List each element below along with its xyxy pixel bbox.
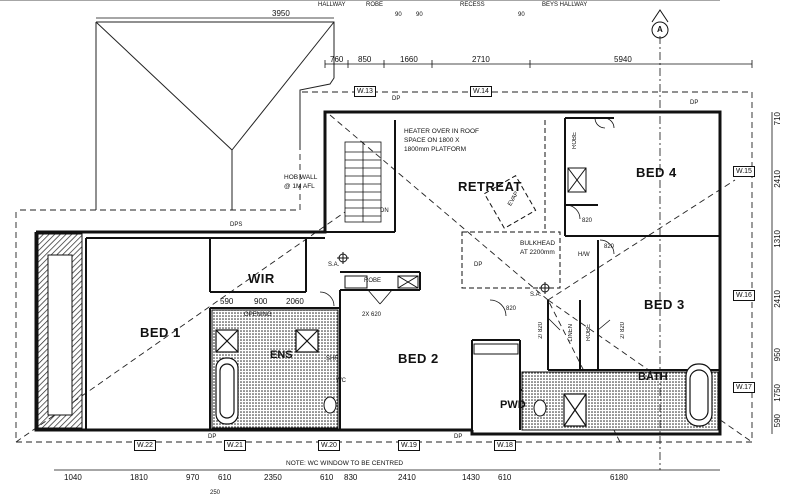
window-w21: W.21 — [224, 440, 246, 451]
roof-outline — [95, 21, 335, 210]
dim-right-2410-a: 2410 — [773, 170, 782, 188]
note-hob-1: HOB WALL — [284, 174, 318, 181]
dim-right-590: 590 — [773, 414, 782, 428]
dim-bottom-610-b: 610 — [320, 473, 334, 482]
room-retreat: RETREAT — [458, 179, 522, 194]
note-dn: DN — [380, 208, 389, 214]
dim-bottom-970: 970 — [186, 473, 200, 482]
door-820-a: 820 — [506, 306, 517, 312]
dim-bottom-250: 250 — [210, 490, 221, 496]
room-robe-bed3: ROBE — [586, 324, 592, 342]
dim-right-710: 710 — [773, 112, 782, 126]
interior-walls — [85, 117, 720, 430]
note-heater-1: HEATER OVER IN ROOF — [404, 128, 479, 135]
room-bed3: BED 3 — [644, 297, 685, 312]
room-pwd: PWD — [500, 399, 526, 411]
smoke-alarms — [337, 252, 551, 294]
bath-tubs — [215, 329, 713, 427]
toilets — [323, 396, 547, 417]
grid-marker — [651, 9, 669, 39]
label-beys-hallway: BEYS HALLWAY — [542, 2, 588, 8]
dim-bottom-2410: 2410 — [398, 473, 416, 482]
door-2x620: 2X 620 — [362, 312, 382, 318]
dim-bottom-1040: 1040 — [64, 473, 82, 482]
dim-bottom-610-a: 610 — [218, 473, 232, 482]
label-dp-bottom-b: DP — [454, 434, 463, 440]
window-w19: W.19 — [398, 440, 420, 451]
dim-top-760: 760 — [330, 55, 344, 64]
room-bed2: BED 2 — [398, 351, 439, 366]
dim-top-850: 850 — [358, 55, 372, 64]
door-820-e: 2/ 820 — [620, 322, 626, 339]
label-90-b: 90 — [416, 12, 423, 18]
dim-top-1660: 1660 — [400, 55, 418, 64]
dim-opening-900: 900 — [254, 297, 268, 306]
label-dp-right: DP — [690, 100, 699, 106]
note-dps: DPS — [230, 222, 243, 228]
note-bulkhead-2: AT 2200mm — [520, 249, 555, 256]
note-shr: SHR — [326, 356, 339, 362]
dim-bottom-2350: 2350 — [264, 473, 282, 482]
note-heater-3: 1800mm PLATFORM — [404, 146, 467, 153]
dim-bottom-830: 830 — [344, 473, 358, 482]
door-820-c: 820 — [604, 244, 615, 250]
window-w20: W.20 — [318, 440, 340, 451]
label-robe-top: ROBE — [366, 2, 384, 8]
bath-floor — [521, 371, 719, 431]
window-w14: W.14 — [470, 86, 492, 97]
dim-bottom-6180: 6180 — [610, 473, 628, 482]
window-w16: W.16 — [733, 290, 755, 301]
label-90-c: 90 — [518, 12, 525, 18]
dim-right-1310: 1310 — [773, 230, 782, 248]
room-bed1: BED 1 — [140, 325, 181, 340]
dim-top-3950: 3950 — [272, 9, 290, 18]
note-hw: H/W — [578, 252, 590, 258]
label-recess: RECESS — [460, 2, 485, 8]
window-w17: W.17 — [733, 382, 755, 393]
door-820-b: 820 — [582, 218, 593, 224]
dim-top-2710: 2710 — [472, 55, 490, 64]
dim-right-950: 950 — [773, 348, 782, 362]
window-w13: W.13 — [354, 86, 376, 97]
dim-right-1750: 1750 — [773, 384, 782, 402]
note-hob-2: @ 1M AFL — [284, 183, 315, 190]
room-linen: LINEN — [568, 324, 574, 342]
balcony-inner — [47, 254, 73, 416]
note-heater-2: SPACE ON 1800 X — [404, 137, 460, 144]
note-bulkhead-1: BULKHEAD — [520, 240, 556, 247]
room-wc: WC — [336, 378, 346, 384]
label-dp-top: DP — [392, 96, 401, 102]
label-dp-bottom-a: DP — [208, 434, 217, 440]
dim-top-5940: 5940 — [614, 55, 632, 64]
label-hallway: HALLWAY — [318, 2, 346, 8]
note-opening: OPENING — [244, 312, 272, 318]
grid-marker-label: A — [657, 25, 663, 34]
room-robe-bed2: ROBE — [364, 278, 382, 284]
note-sa-1: S.A. — [328, 262, 340, 268]
note-sa-2: S.A. — [530, 292, 542, 298]
note-hir: DP — [474, 262, 483, 268]
robe-boxes — [344, 167, 587, 355]
door-swings — [319, 117, 615, 331]
dim-bottom-1810: 1810 — [130, 473, 148, 482]
dim-bottom-610-c: 610 — [498, 473, 512, 482]
bottom-note: NOTE: WC WINDOW TO BE CENTRED — [286, 460, 404, 467]
dim-right-2410-b: 2410 — [773, 290, 782, 308]
room-wir: WIR — [248, 271, 275, 286]
window-w15: W.15 — [733, 166, 755, 177]
room-robe-bed4: ROBE — [572, 132, 578, 150]
window-w22: W.22 — [134, 440, 156, 451]
dimension-lines — [0, 0, 773, 471]
staircase — [344, 141, 382, 223]
window-w18: W.18 — [494, 440, 516, 451]
dim-opening-2060: 2060 — [286, 297, 304, 306]
dim-bottom-1430: 1430 — [462, 473, 480, 482]
label-90-a: 90 — [395, 12, 402, 18]
room-bed4: BED 4 — [636, 165, 677, 180]
room-ens: ENS — [270, 349, 293, 361]
door-820-d: 2/ 820 — [538, 322, 544, 339]
dim-opening-590: 590 — [220, 297, 234, 306]
room-bath: BATH — [638, 371, 668, 383]
